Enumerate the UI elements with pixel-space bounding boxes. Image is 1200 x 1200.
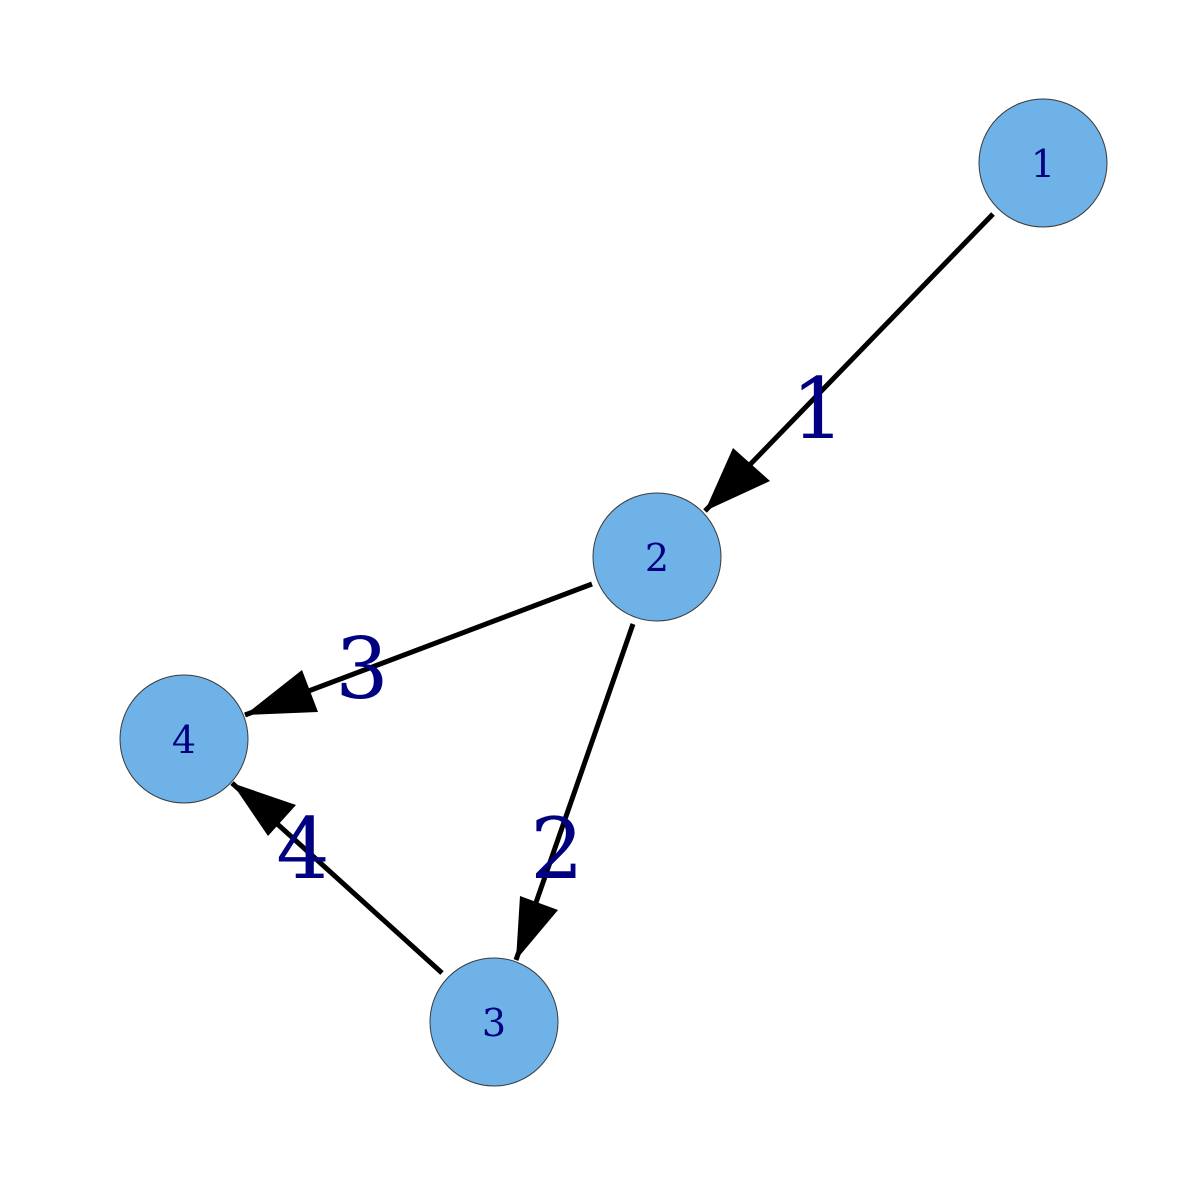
node-label: 1 xyxy=(1031,142,1055,186)
edge-label-1-2: 1 xyxy=(791,360,844,458)
node-2: 2 xyxy=(592,492,722,622)
node-4: 4 xyxy=(119,674,249,804)
node-label: 4 xyxy=(172,718,196,762)
node-circle xyxy=(978,98,1108,228)
edge-arrowhead xyxy=(516,896,558,960)
edge-2-4 xyxy=(244,581,593,718)
node-circle xyxy=(119,674,249,804)
edge-3-4 xyxy=(230,781,444,975)
edge-label-3-4: 4 xyxy=(276,800,329,898)
edge-arrowhead xyxy=(705,448,770,511)
node-circle xyxy=(592,492,722,622)
edge-line xyxy=(703,212,995,513)
edge-arrowhead xyxy=(232,783,296,836)
node-label: 3 xyxy=(482,1001,506,1045)
node-3: 3 xyxy=(429,957,559,1087)
node-circle xyxy=(429,957,559,1087)
node-label: 2 xyxy=(645,536,669,580)
node-1: 1 xyxy=(978,98,1108,228)
edge-arrowhead xyxy=(245,670,318,715)
edge-label-2-4: 3 xyxy=(335,620,388,718)
edge-2-3 xyxy=(513,623,636,961)
edge-label-2-3: 2 xyxy=(530,800,583,898)
edge-1-2 xyxy=(703,212,995,513)
